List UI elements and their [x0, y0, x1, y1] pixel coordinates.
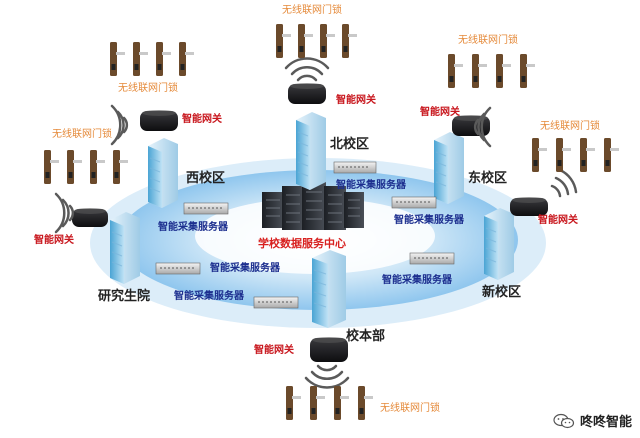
wifi-icon	[284, 57, 330, 82]
server-label-graduate: 智能采集服务器	[210, 263, 280, 274]
collection-servers	[155, 161, 455, 309]
gateway-device	[140, 110, 178, 131]
building-main	[312, 250, 346, 328]
lock-icon	[133, 42, 148, 76]
lock-label-bottom: 无线联网门锁	[380, 403, 440, 414]
gateway-device	[310, 337, 348, 362]
gateway-label-new: 智能网关	[538, 215, 578, 226]
lock-icon	[556, 138, 571, 172]
building-new	[484, 208, 514, 280]
lock-icon	[156, 42, 171, 76]
gateway-device	[72, 208, 108, 227]
building-north	[296, 112, 326, 190]
gateway-label-graduate: 智能网关	[34, 235, 74, 246]
lock-icon	[320, 24, 335, 58]
lock-icon	[113, 150, 128, 184]
lock-group-top-left	[110, 42, 194, 76]
lock-icon	[334, 386, 349, 420]
lock-icon	[580, 138, 595, 172]
lock-icon	[342, 24, 357, 58]
lock-icon	[67, 150, 82, 184]
server-unit	[391, 196, 437, 209]
lock-icon	[286, 386, 301, 420]
building-graduate	[110, 212, 140, 284]
lock-icon	[179, 42, 194, 76]
watermark: 咚咚智能	[553, 411, 632, 430]
server-label-west: 智能采集服务器	[158, 222, 228, 233]
lock-group-right	[532, 138, 619, 172]
server-unit	[253, 296, 299, 309]
lock-group-top-right	[448, 54, 535, 88]
server-label-east: 智能采集服务器	[394, 215, 464, 226]
data-center-label: 学校数据服务中心	[258, 237, 346, 250]
lock-icon	[298, 24, 313, 58]
server-label-north: 智能采集服务器	[336, 180, 406, 191]
watermark-text: 咚咚智能	[579, 415, 632, 430]
gateway-label-west: 智能网关	[182, 114, 222, 125]
server-unit	[155, 262, 201, 275]
lock-label-top: 无线联网门锁	[282, 5, 342, 16]
gateway-device	[288, 83, 326, 104]
server-label-main: 智能采集服务器	[174, 291, 244, 302]
lock-label-top-right: 无线联网门锁	[458, 35, 518, 46]
campus-graduate: 研究生院	[98, 289, 151, 304]
server-unit	[183, 202, 229, 215]
door-lock-groups	[44, 24, 619, 420]
lock-label-left: 无线联网门锁	[52, 129, 112, 140]
lock-label-top-left: 无线联网门锁	[118, 83, 178, 94]
lock-label-right: 无线联网门锁	[540, 121, 600, 132]
lock-group-bottom	[286, 386, 373, 420]
campus-west: 西校区	[186, 171, 226, 186]
lock-icon	[276, 24, 291, 58]
lock-icon	[532, 138, 547, 172]
data-center-racks	[262, 182, 364, 230]
wifi-icon	[110, 104, 129, 146]
lock-group-left	[44, 150, 128, 184]
lock-icon	[310, 386, 325, 420]
building-east	[434, 132, 464, 204]
server-unit	[333, 161, 377, 174]
campus-new: 新校区	[482, 285, 522, 300]
lock-icon	[448, 54, 463, 88]
wifi-icon	[54, 192, 75, 234]
lock-icon	[520, 54, 535, 88]
campus-main: 校本部	[346, 329, 386, 344]
lock-icon	[472, 54, 487, 88]
lock-icon	[604, 138, 619, 172]
wifi-icon	[304, 364, 350, 389]
wifi-signal-icons	[54, 57, 578, 389]
lock-icon	[90, 150, 105, 184]
inner-ring	[195, 198, 435, 274]
lock-icon	[358, 386, 373, 420]
lock-icon	[110, 42, 125, 76]
lock-icon	[496, 54, 511, 88]
server-label-new: 智能采集服务器	[382, 275, 452, 286]
campus-north: 北校区	[330, 137, 370, 152]
server-unit	[409, 252, 455, 265]
gateway-label-main: 智能网关	[254, 345, 294, 356]
wifi-icon	[550, 168, 578, 198]
gateway-device	[510, 197, 548, 216]
gateway-label-east: 智能网关	[420, 107, 460, 118]
lock-group-top	[276, 24, 357, 58]
lock-icon	[44, 150, 59, 184]
building-west	[148, 138, 178, 208]
wifi-icon	[473, 106, 492, 148]
gateway-label-north: 智能网关	[336, 95, 376, 106]
wechat-icon	[553, 413, 575, 428]
campus-east: 东校区	[468, 171, 508, 186]
